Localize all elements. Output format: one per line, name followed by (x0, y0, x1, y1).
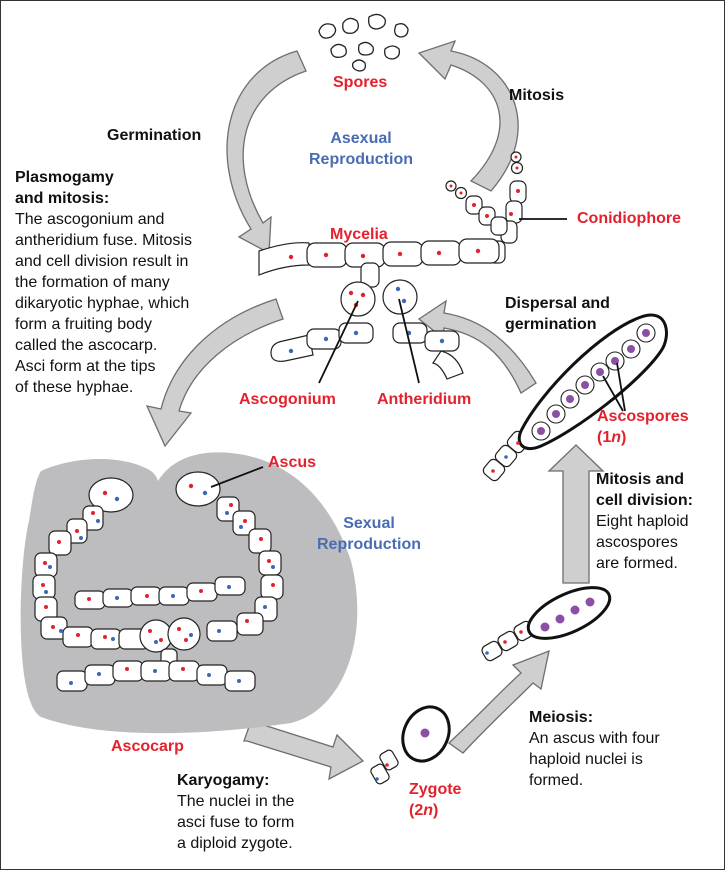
mitosis-division-arrow (547, 444, 605, 584)
ascospores-label: Ascospores (1n) (597, 406, 689, 448)
ascocarp-label: Ascocarp (111, 738, 184, 755)
mitosis-division-heading-1: Mitosis and (596, 471, 685, 488)
asexual-line-1: Asexual (330, 130, 392, 147)
mitosis-label: Mitosis (509, 87, 565, 104)
plasmogamy-heading-1: Plasmogamy (15, 169, 114, 186)
mitosis-division-heading-2: cell division: (596, 492, 693, 509)
meiosis-heading: Meiosis: (529, 709, 594, 726)
asexual-reproduction-label: Asexual Reproduction (301, 128, 421, 170)
mycelia-label: Mycelia (330, 226, 388, 243)
asexual-line-2: Reproduction (309, 151, 413, 168)
spores-cluster (318, 13, 409, 72)
mitosis-division-description: Mitosis and cell division: Eight haploid… (596, 469, 693, 574)
zygote-label: Zygote (2n) (409, 779, 461, 821)
mitosis-division-body: Eight haploid ascospores are formed. (596, 513, 689, 572)
karyogamy-body: The nuclei in the asci fuse to form a di… (177, 793, 295, 852)
ascospores-ploidy-n: n (611, 429, 622, 446)
meiosis-description: Meiosis: An ascus with four haploid nucl… (529, 707, 660, 791)
zygote-ploidy-n: n (423, 802, 434, 819)
mycelia-hyphae (258, 238, 500, 380)
mitosis-arrow (417, 39, 519, 192)
ascospores-ploidy: (1n) (597, 429, 626, 446)
sexual-reproduction-label: Sexual Reproduction (307, 513, 431, 555)
plasmogamy-description: Plasmogamy and mitosis: The ascogonium a… (15, 167, 192, 398)
sexual-line-1: Sexual (343, 515, 395, 532)
dispersal-line-1: Dispersal and (505, 295, 610, 312)
antheridium-label: Antheridium (377, 391, 472, 408)
meiosis-arrow (447, 649, 550, 754)
ascogonium-label: Ascogonium (239, 391, 336, 408)
plasmogamy-arrow (145, 298, 284, 448)
zygote-ploidy: (2n) (409, 802, 438, 819)
ascospores-ploidy-open: (1 (597, 429, 612, 446)
karyogamy-arrow (243, 720, 365, 781)
dispersal-line-2: germination (505, 316, 597, 333)
plasmogamy-body: The ascogonium and antheridium fuse. Mit… (15, 211, 192, 396)
zygote-text: Zygote (409, 781, 462, 798)
spores-label: Spores (333, 74, 388, 91)
plasmogamy-heading-2: and mitosis: (15, 190, 110, 207)
sexual-line-2: Reproduction (317, 536, 421, 553)
zygote-ploidy-close: ) (433, 802, 439, 819)
zygote-structure (370, 749, 399, 785)
karyogamy-description: Karyogamy: The nuclei in the asci fuse t… (177, 770, 294, 854)
zygote-ploidy-open: (2 (409, 802, 424, 819)
ascospores-ploidy-close: ) (621, 429, 627, 446)
dispersal-arrow (417, 299, 537, 394)
karyogamy-heading: Karyogamy: (177, 772, 270, 789)
ascus-label: Ascus (268, 454, 317, 471)
dispersal-label: Dispersal and germination (505, 293, 610, 335)
meiosis-body: An ascus with four haploid nuclei is for… (529, 730, 660, 789)
ascospores-text: Ascospores (597, 408, 689, 425)
germination-label: Germination (107, 127, 202, 144)
germination-arrow (226, 50, 307, 255)
conidiophore-label: Conidiophore (577, 210, 681, 227)
